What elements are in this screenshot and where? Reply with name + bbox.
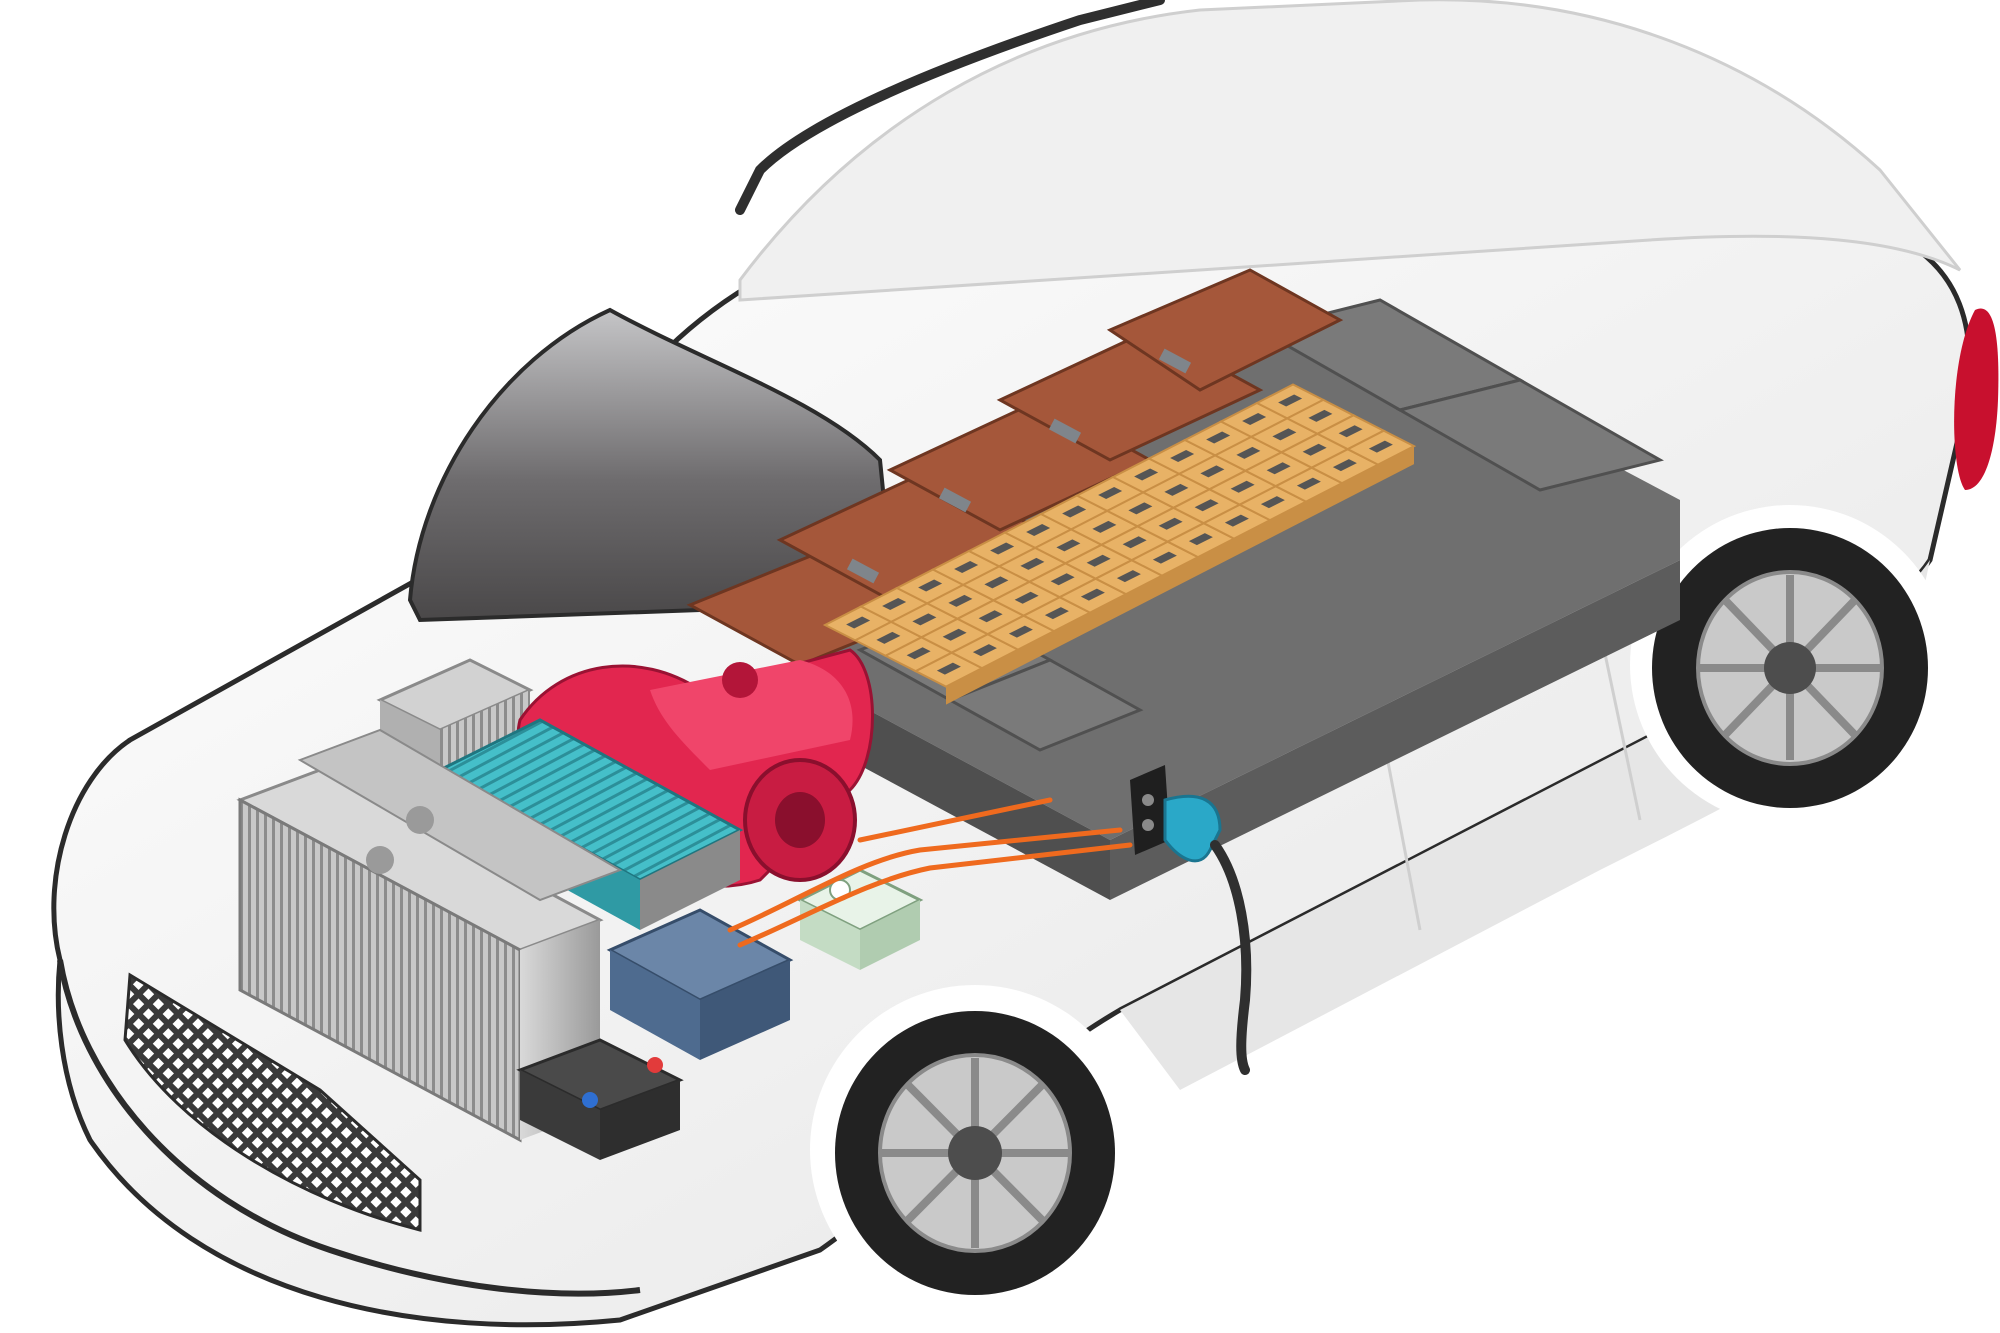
- battery-pack-edge: [946, 446, 1414, 705]
- cell-terminal: [912, 613, 937, 626]
- cell-terminal: [1338, 425, 1363, 438]
- cell-terminal: [1236, 446, 1261, 459]
- cell-terminal: [876, 631, 901, 644]
- cell-terminal: [1044, 607, 1069, 620]
- cell-terminal: [1278, 394, 1303, 407]
- auxiliary-12v-battery: [516, 1038, 684, 1160]
- radiator: [236, 728, 623, 1143]
- brown-battery-modules: [686, 268, 1344, 667]
- cell-terminal: [1098, 486, 1123, 499]
- charging-cable: [1163, 794, 1252, 1075]
- roof-rail: [735, 0, 1165, 215]
- cell-terminal: [1158, 517, 1183, 530]
- cell-terminal: [1224, 514, 1249, 527]
- coolant-reservoir: [796, 868, 924, 970]
- cell-terminal: [1086, 554, 1111, 567]
- windshield: [407, 307, 893, 623]
- power-electronics-box: [606, 908, 794, 1060]
- cell-terminal: [948, 594, 973, 607]
- cell-terminal: [1230, 480, 1255, 493]
- front-wheel: [810, 985, 1140, 1315]
- cell-terminal: [1056, 539, 1081, 552]
- cell-terminal: [1272, 428, 1297, 441]
- cell-terminal: [918, 579, 943, 592]
- cell-terminal: [936, 662, 961, 675]
- cell-terminal: [1302, 443, 1327, 456]
- cell-terminal: [1200, 465, 1225, 478]
- cell-terminal: [1332, 459, 1357, 472]
- cell-terminal: [1128, 502, 1153, 515]
- high-voltage-cables: [727, 797, 1133, 948]
- battery-pack: [822, 383, 1417, 705]
- onboard-charger: [376, 658, 534, 770]
- tail-light: [1954, 308, 1999, 490]
- cell-terminal: [846, 616, 871, 629]
- cell-terminal: [1152, 551, 1177, 564]
- cell-terminal: [1260, 496, 1285, 509]
- cell-terminal: [990, 542, 1015, 555]
- cell-terminal: [1194, 499, 1219, 512]
- cell-terminal: [984, 576, 1009, 589]
- front-grille: [123, 972, 422, 1232]
- cell-terminal: [1308, 409, 1333, 422]
- cell-terminal: [1206, 431, 1231, 444]
- cell-terminal: [1170, 449, 1195, 462]
- cell-terminal: [1062, 505, 1087, 518]
- cell-terminal: [942, 628, 967, 641]
- cell-terminal: [882, 597, 907, 610]
- rear-wheel: [1630, 505, 1950, 825]
- cell-terminal: [1026, 523, 1051, 536]
- cell-terminal: [1296, 477, 1321, 490]
- cell-terminal: [1368, 440, 1393, 453]
- cell-terminal: [1134, 468, 1159, 481]
- cell-terminal: [1014, 591, 1039, 604]
- cell-terminal: [1050, 573, 1075, 586]
- cell-terminal: [1164, 483, 1189, 496]
- cell-terminal: [972, 644, 997, 657]
- cell-terminal: [1080, 588, 1105, 601]
- cell-terminal: [1266, 462, 1291, 475]
- cell-terminal: [1020, 557, 1045, 570]
- charging-port: [1130, 765, 1170, 855]
- cell-terminal: [1188, 533, 1213, 546]
- cell-terminal: [1122, 536, 1147, 549]
- cell-terminal: [1116, 570, 1141, 583]
- cell-terminal: [978, 610, 1003, 623]
- cell-terminal: [1242, 412, 1267, 425]
- cell-terminal: [954, 560, 979, 573]
- cell-terminal: [906, 647, 931, 660]
- cell-terminal: [1008, 625, 1033, 638]
- cell-terminal: [1092, 520, 1117, 533]
